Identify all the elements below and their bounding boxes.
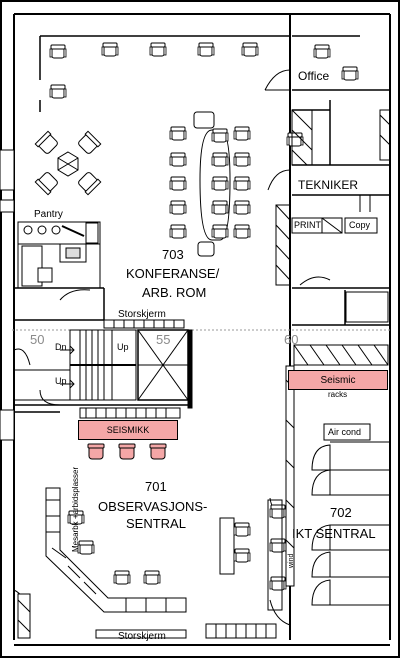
grid-60-label: 60 (284, 332, 299, 347)
room-701-number: 701 (145, 479, 167, 494)
seismikk-label: SEISMIKK (106, 425, 150, 435)
grid-55-label: 55 (156, 332, 171, 347)
room-701-name-line2: SENTRAL (126, 516, 186, 531)
copy-label: Copy (349, 220, 371, 230)
seismikk-box: SEISMIKK (78, 420, 178, 440)
storskjerm-bottom-label: Storskjerm (118, 631, 166, 642)
stairs-up-label-2: Up (55, 376, 67, 386)
tekniker-label: TEKNIKER (298, 178, 359, 192)
seismic-racks-box: Seismic (288, 370, 388, 390)
room-703-name-line2: ARB. ROM (142, 285, 207, 300)
desk-vertical-note: Mesarbk +arbidsplasser (71, 466, 80, 552)
air-cond-label: Air cond (328, 427, 362, 437)
room-701-name-line1: OBSERVASJONS- (98, 499, 208, 514)
room-703-name-line1: KONFERANSE/ (126, 266, 220, 281)
room-703-number: 703 (162, 247, 184, 262)
print-label: PRINT (294, 220, 321, 230)
stairs-dn-label: Dn (55, 342, 67, 352)
room-702-number: 702 (330, 505, 352, 520)
room-702-name: IKT SENTRAL (292, 526, 376, 541)
ict-vertical-note: wind (288, 553, 295, 568)
stairs-up-label-1: Up (117, 342, 129, 352)
seismic-racks-label-line1: Seismic (320, 374, 356, 386)
storskjerm-top-label: Storskjerm (118, 309, 166, 320)
office-label: Office (298, 69, 330, 83)
pantry-label: Pantry (34, 209, 63, 220)
seismic-racks-label-line2: racks (328, 390, 348, 399)
grid-50-label: 50 (30, 332, 45, 347)
